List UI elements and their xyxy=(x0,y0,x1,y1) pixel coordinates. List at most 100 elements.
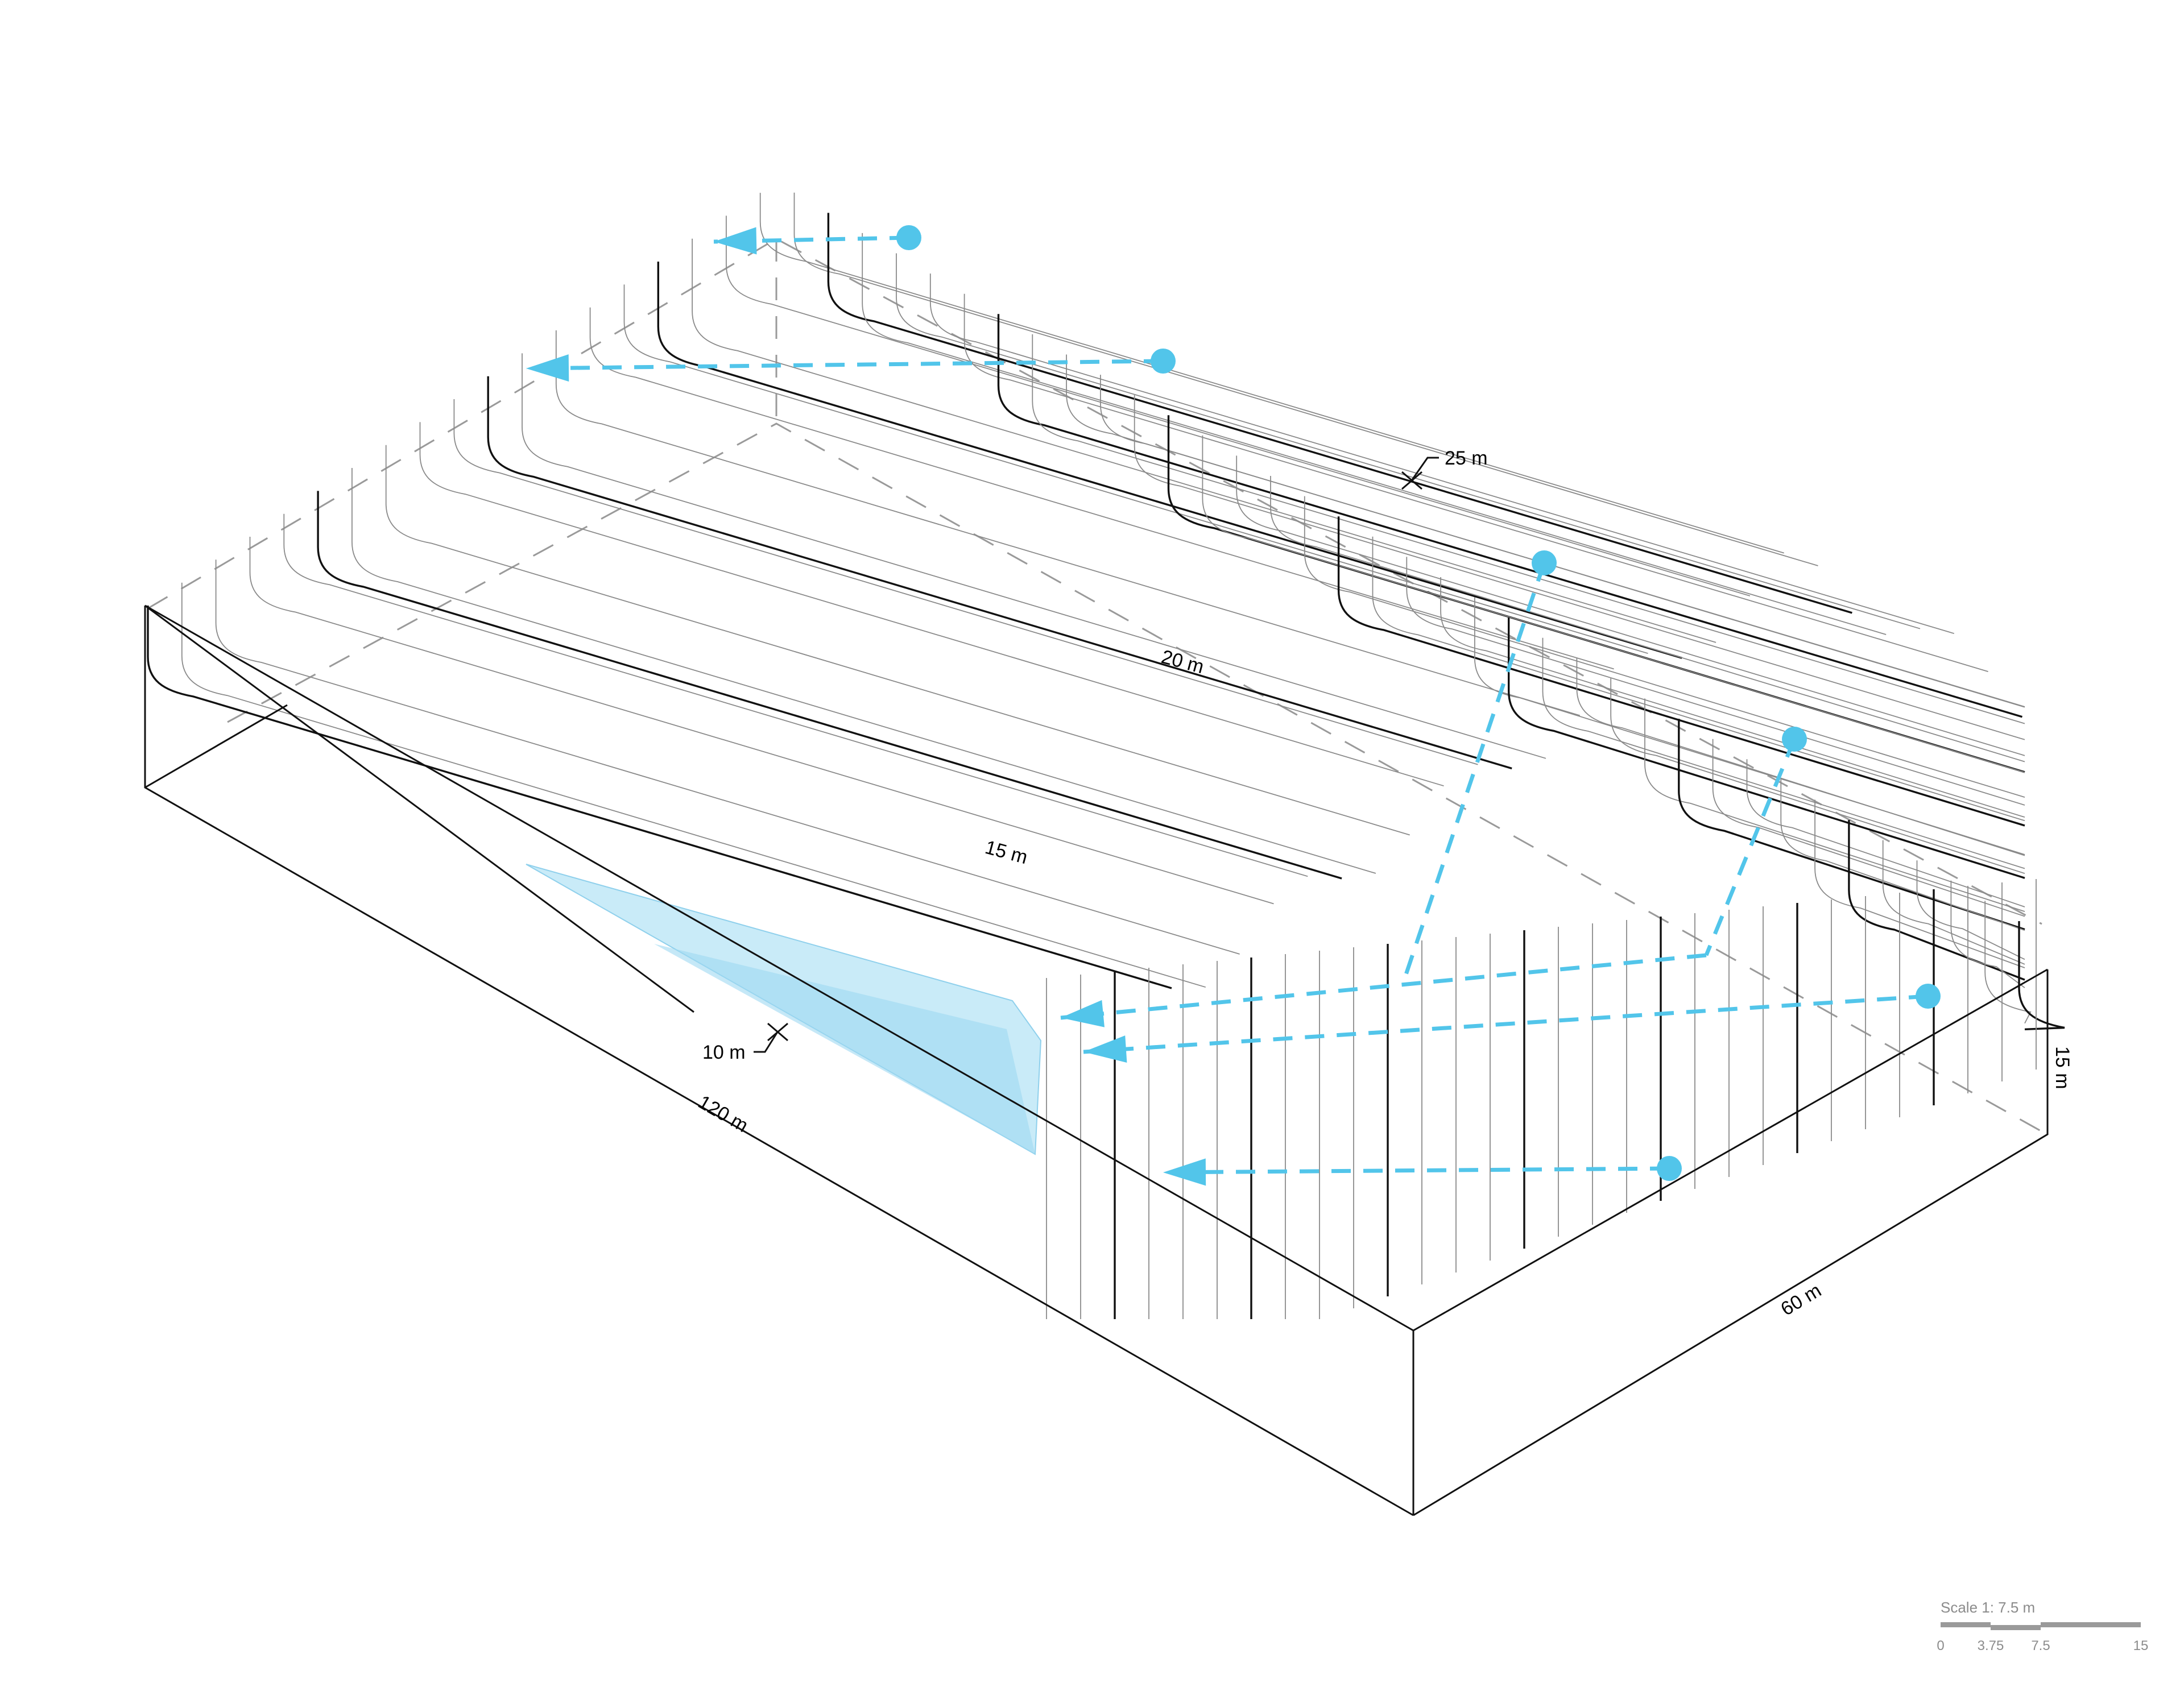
contour-line-minor xyxy=(419,422,1444,787)
scale-title: Scale 1: 7.5 m xyxy=(1941,1599,2035,1616)
flow-source-icon xyxy=(1916,984,1941,1009)
water-flow-arrows xyxy=(526,225,1941,1186)
contour-line-major xyxy=(147,606,1172,989)
contour-line-major xyxy=(487,376,1512,770)
contour-line-minor xyxy=(1814,799,2025,968)
hidden-mid-ridge-edge xyxy=(227,422,2042,1133)
arrowhead-icon xyxy=(714,227,757,255)
hidden-edges xyxy=(147,238,2042,1133)
contour-line-major xyxy=(317,491,1342,880)
contour-line-minor xyxy=(555,330,1581,716)
water-pond xyxy=(526,864,1042,1155)
contour-line-minor xyxy=(1406,557,2025,806)
contour-line-minor xyxy=(1576,658,2025,856)
contour-line-minor xyxy=(623,284,1648,654)
flow-arrow xyxy=(1403,550,1557,979)
scale-segment-3 xyxy=(2041,1622,2141,1627)
contour-line-minor xyxy=(1950,880,2025,988)
contour-line-minor xyxy=(1032,334,2025,724)
contour-label-20: 20 m xyxy=(1159,646,1206,678)
contour-line-minor xyxy=(351,468,1376,874)
contour-line-minor xyxy=(1644,698,2025,912)
contour-line-minor xyxy=(1440,577,2025,818)
contour-line-major xyxy=(657,262,1682,659)
contour-line-minor xyxy=(1746,759,2025,907)
arrowhead-icon xyxy=(526,354,569,382)
scale-tick-7-5: 7.5 xyxy=(2031,1638,2050,1653)
contour-line-minor xyxy=(759,193,1784,554)
scale-segment-1 xyxy=(1941,1622,1991,1627)
spot-markers xyxy=(754,457,1439,1053)
contour-line-minor xyxy=(522,353,1546,759)
flow-arrow xyxy=(713,225,921,255)
contour-line-minor xyxy=(385,445,1410,836)
flow-arrow xyxy=(1704,727,1807,956)
contour-line-minor xyxy=(1474,597,2025,855)
flow-path xyxy=(1060,953,1707,1020)
contour-line-minor xyxy=(963,293,1988,672)
contour-line-minor xyxy=(589,307,1614,670)
flow-source-icon xyxy=(1657,1156,1682,1181)
flow-arrow xyxy=(526,349,1176,382)
contour-line-minor xyxy=(1882,840,2025,965)
flow-path xyxy=(1083,994,1929,1054)
flow-source-icon xyxy=(1782,727,1807,752)
contour-line-major xyxy=(1508,617,2025,879)
contour-line-minor xyxy=(1134,395,2025,740)
front-right-edge xyxy=(1413,969,2049,1516)
contour-line-major xyxy=(1337,516,2025,827)
contour-line-minor xyxy=(1100,375,2025,708)
diagonal-section xyxy=(144,604,694,1013)
contour-line-minor xyxy=(249,537,1274,905)
contour-line-minor xyxy=(692,238,1716,643)
dimension-length: 120 m xyxy=(694,1091,752,1137)
flow-path xyxy=(526,359,1164,371)
hidden-back-ridge-edge xyxy=(147,238,2042,925)
flow-arrow xyxy=(1060,953,1707,1027)
arrowhead-icon xyxy=(1083,1035,1127,1063)
contour-line-minor xyxy=(1236,455,2025,756)
contour-line-minor xyxy=(929,273,1955,635)
arrowhead-icon xyxy=(1061,1000,1105,1027)
spot-marker-25 xyxy=(1401,457,1439,490)
flow-path xyxy=(1704,738,1797,956)
flow-arrow xyxy=(1163,1156,1682,1186)
contour-line-minor xyxy=(1712,739,2025,917)
contour-line-minor xyxy=(726,215,1751,596)
contour-line-minor xyxy=(1780,779,2025,931)
contour-line-minor xyxy=(1066,354,2025,707)
contour-line-minor xyxy=(1610,678,2025,874)
scale-bar: Scale 1: 7.5 m 0 3.75 7.5 15 xyxy=(1937,1599,2148,1653)
contour-line-minor xyxy=(283,513,1308,877)
dimension-height: 15 m xyxy=(2051,1046,2073,1089)
contour-line-major xyxy=(2018,921,2065,1030)
contour-line-minor xyxy=(181,582,1206,988)
bottom-left-inner xyxy=(144,704,288,789)
contour-label-10: 10 m xyxy=(702,1042,746,1063)
contour-line-minor xyxy=(1304,496,2025,798)
contour-line-major xyxy=(827,213,1852,614)
scale-tick-15: 15 xyxy=(2133,1638,2149,1653)
flow-source-icon xyxy=(1532,550,1557,575)
top-right-edge xyxy=(1413,968,2048,1332)
contour-line-minor xyxy=(862,233,1887,635)
contour-line-minor xyxy=(793,192,1818,566)
contour-line-minor xyxy=(1270,476,2025,762)
contour-lines xyxy=(147,192,2065,1319)
flow-path xyxy=(1403,562,1546,979)
contour-line-major xyxy=(997,314,2022,718)
flow-arrow xyxy=(1083,984,1941,1063)
contour-line-minor xyxy=(453,399,1478,765)
contour-label-15: 15 m xyxy=(983,836,1030,868)
flow-source-icon xyxy=(896,225,921,250)
contour-line-minor xyxy=(896,253,1921,629)
contour-line-minor xyxy=(1916,860,2025,960)
contour-line-minor xyxy=(1372,536,2025,822)
dimension-width: 60 m xyxy=(1777,1279,1825,1320)
scale-tick-0: 0 xyxy=(1937,1638,1944,1653)
contour-line-minor xyxy=(1542,637,2025,869)
contour-label-25: 25 m xyxy=(1445,447,1488,469)
arrowhead-icon xyxy=(1163,1158,1206,1186)
